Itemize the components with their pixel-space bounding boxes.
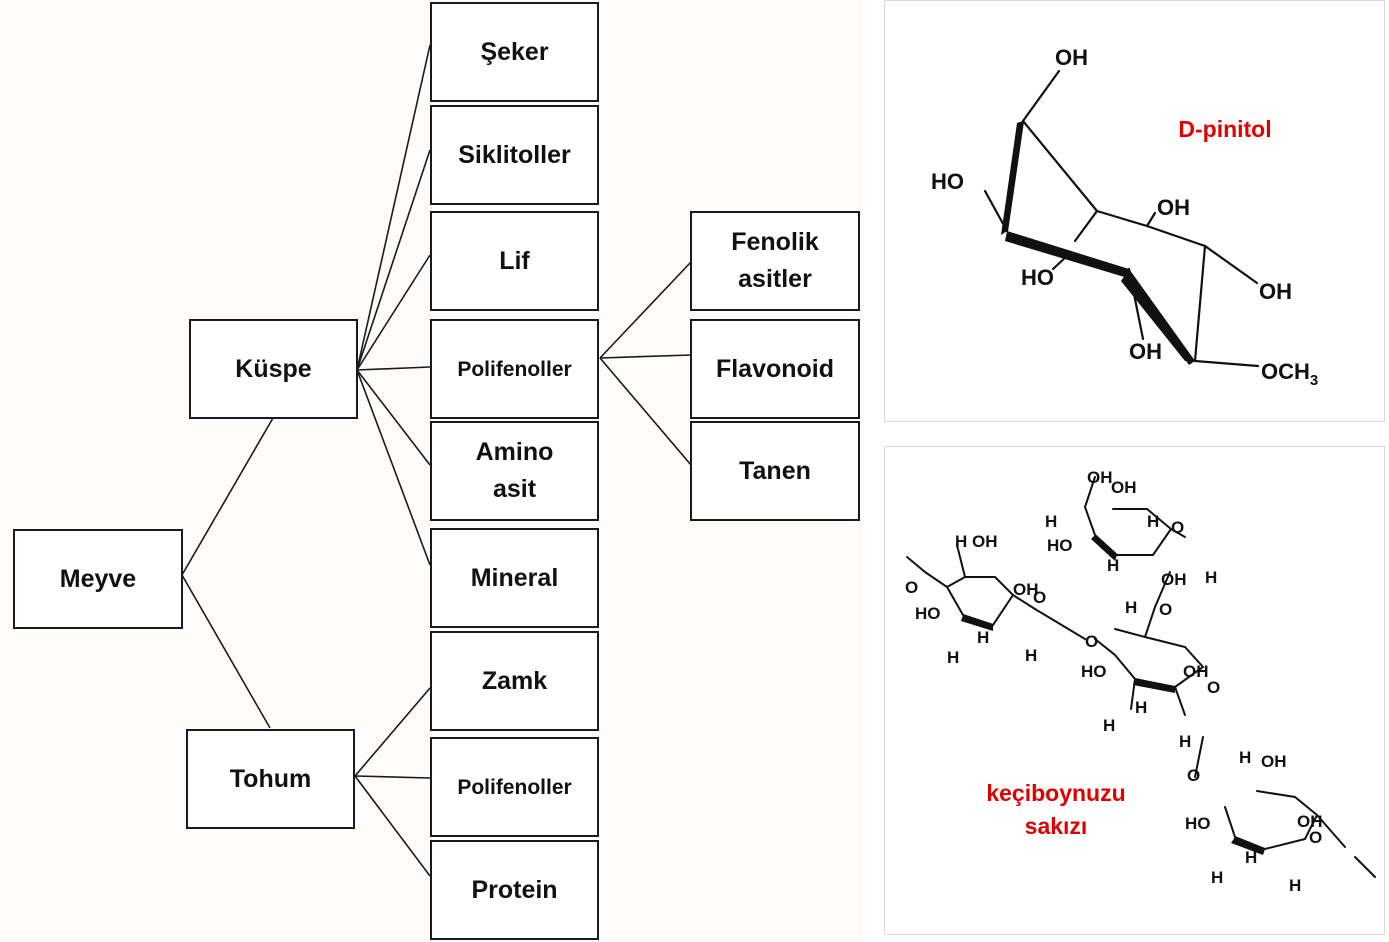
- svg-text:H: H: [947, 648, 959, 667]
- node-seker: Şeker: [430, 2, 599, 102]
- svg-text:H: H: [1179, 732, 1191, 751]
- edge-kuspe-amino: [356, 369, 431, 466]
- node-polifenoller-pulp: Polifenoller: [430, 319, 599, 419]
- svg-text:OH: OH: [1297, 812, 1323, 831]
- node-protein: Protein: [430, 840, 599, 940]
- edge-kuspe-lif: [356, 254, 431, 371]
- node-lif: Lif: [430, 211, 599, 311]
- svg-text:HO: HO: [1185, 814, 1211, 833]
- svg-text:O: O: [1207, 678, 1220, 697]
- node-tanen: Tanen: [690, 421, 860, 521]
- svg-text:H: H: [1205, 568, 1217, 587]
- svg-text:H: H: [1239, 748, 1251, 767]
- svg-text:H: H: [1107, 556, 1119, 575]
- svg-text:H: H: [977, 628, 989, 647]
- svg-text:OH: OH: [1261, 752, 1287, 771]
- svg-text:H: H: [1211, 868, 1223, 887]
- svg-text:H: H: [1045, 512, 1057, 531]
- node-meyve: Meyve: [13, 529, 183, 629]
- node-flavonoid: Flavonoid: [690, 319, 860, 419]
- node-fenolik-asitler: Fenolik asitler: [690, 211, 860, 311]
- node-polifenoller-seed: Polifenoller: [430, 737, 599, 837]
- svg-text:OH: OH: [1055, 45, 1088, 70]
- svg-text:H: H: [1289, 876, 1301, 895]
- svg-text:OH: OH: [1111, 478, 1137, 497]
- svg-text:H: H: [1147, 512, 1159, 531]
- pinitol-structure-panel: OH HO OH HO OH OH OCH3 D-pinitol: [884, 0, 1385, 422]
- edge-kuspe-seker: [356, 44, 431, 371]
- node-zamk: Zamk: [430, 631, 599, 731]
- svg-text:HO: HO: [915, 604, 941, 623]
- edge-kuspe-mineral: [356, 369, 431, 566]
- node-tohum: Tohum: [186, 729, 355, 829]
- svg-text:H: H: [1025, 646, 1037, 665]
- edge-meyve-tohum: [181, 574, 271, 729]
- svg-text:HO: HO: [1047, 536, 1073, 555]
- node-amino-asit: Amino asit: [430, 421, 599, 521]
- edge-tohum-polifenoller: [354, 775, 431, 779]
- pinitol-molecule-drawing: OH HO OH HO OH OH OCH3: [931, 45, 1318, 389]
- edge-meyve-kuspe: [181, 417, 274, 576]
- node-kuspe: Küspe: [189, 319, 358, 419]
- svg-text:O: O: [1085, 632, 1098, 651]
- svg-text:H: H: [1103, 716, 1115, 735]
- svg-text:HO: HO: [1021, 265, 1054, 290]
- svg-text:OCH3: OCH3: [1261, 359, 1318, 389]
- edge-tohum-protein: [354, 775, 431, 877]
- svg-text:O: O: [1171, 518, 1184, 537]
- svg-text:OH: OH: [1183, 662, 1209, 681]
- gum-structure-panel: H OH O HO H H H OH O O OH OH H HO H H O …: [884, 446, 1385, 935]
- svg-text:H: H: [1125, 598, 1137, 617]
- svg-text:H: H: [1245, 848, 1257, 867]
- svg-text:OH: OH: [1161, 570, 1187, 589]
- svg-text:HO: HO: [931, 169, 964, 194]
- edge-poli-fenolik: [599, 261, 692, 359]
- node-mineral: Mineral: [430, 528, 599, 628]
- svg-text:O: O: [905, 578, 918, 597]
- svg-text:OH: OH: [1259, 279, 1292, 304]
- edge-tohum-zamk: [354, 687, 431, 777]
- svg-text:O: O: [1309, 828, 1322, 847]
- composition-tree: Meyve Küspe Tohum Şeker Siklitoller Lif …: [13, 2, 860, 940]
- edge-kuspe-siklitoller: [356, 149, 431, 371]
- svg-text:OH: OH: [1129, 339, 1162, 364]
- svg-text:O: O: [1159, 600, 1172, 619]
- gum-label: keçiboynuzu sakızı: [986, 780, 1126, 839]
- svg-text:O: O: [1187, 766, 1200, 785]
- connector-lines: [181, 44, 692, 877]
- svg-text:OH: OH: [1087, 468, 1113, 487]
- pinitol-label: D-pinitol: [1178, 116, 1272, 142]
- edge-poli-flavonoid: [599, 354, 692, 359]
- svg-text:HO: HO: [1081, 662, 1107, 681]
- node-siklitoller: Siklitoller: [430, 105, 599, 205]
- svg-text:OH: OH: [1157, 195, 1190, 220]
- svg-text:H: H: [1135, 698, 1147, 717]
- svg-text:H OH: H OH: [955, 532, 998, 551]
- svg-text:O: O: [1033, 588, 1046, 607]
- edge-poli-tanen: [599, 357, 692, 466]
- edge-kuspe-polifenoller: [356, 366, 431, 371]
- gum-molecule-drawing: H OH O HO H H H OH O O OH OH H HO H H O …: [905, 468, 1376, 895]
- svg-text:OH: OH: [1013, 580, 1039, 599]
